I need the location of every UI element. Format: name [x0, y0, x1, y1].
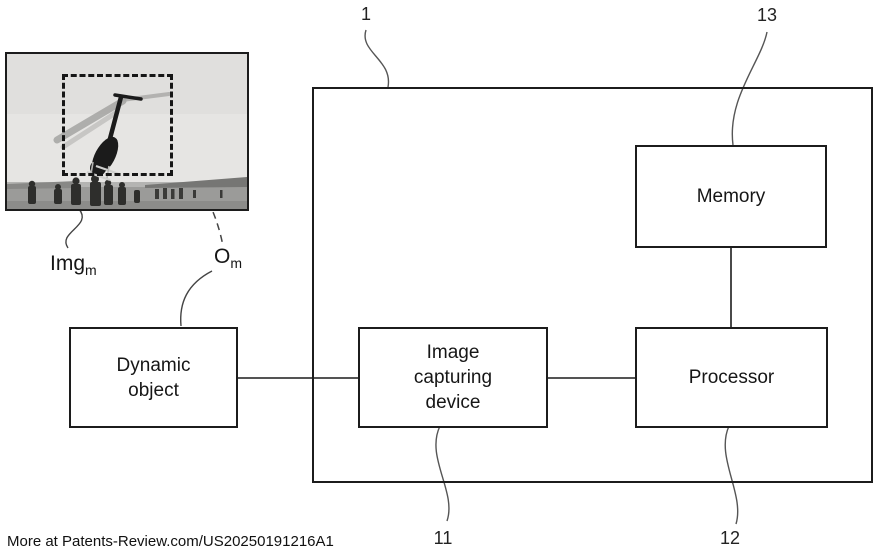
image-capturing-device-box-label: Image capturing device [413, 342, 493, 413]
helicopter [53, 92, 171, 182]
memory-box: Memory [635, 145, 827, 248]
sample-image [5, 52, 249, 211]
image-capturing-device-box: Image capturing device [358, 327, 548, 428]
distant-figures [155, 188, 223, 199]
helicopter-illustration [7, 54, 247, 209]
footer-credit: More at Patents-Review.com/US20250191216… [7, 533, 334, 550]
memory-box-label: Memory [696, 186, 766, 207]
image-frame-label: Imgm [50, 252, 97, 278]
object-label-sub: m [230, 255, 243, 272]
leader-ref-1 [364, 29, 390, 88]
image-frame-label-base: Img [50, 252, 86, 275]
system-box [312, 87, 873, 483]
ref-label-processor: 12 [719, 528, 741, 548]
ref-label-memory: 13 [756, 5, 778, 25]
ref-label-system: 1 [360, 4, 371, 24]
processor-box-label: Processor [688, 367, 775, 388]
image-frame-label-sub: m [85, 262, 97, 279]
leader-img-label [65, 208, 83, 249]
crowd-silhouettes [28, 175, 140, 206]
dynamic-object-box: Dynamic object [69, 327, 238, 428]
processor-box: Processor [635, 327, 828, 428]
leader-object-to-box [180, 270, 213, 327]
object-bounding-box [62, 74, 173, 176]
object-label-base: O [214, 245, 231, 268]
dynamic-object-box-label: Dynamic object [116, 354, 191, 401]
ref-label-image-capturing-device: 11 [433, 528, 453, 548]
object-label: Om [214, 245, 242, 271]
